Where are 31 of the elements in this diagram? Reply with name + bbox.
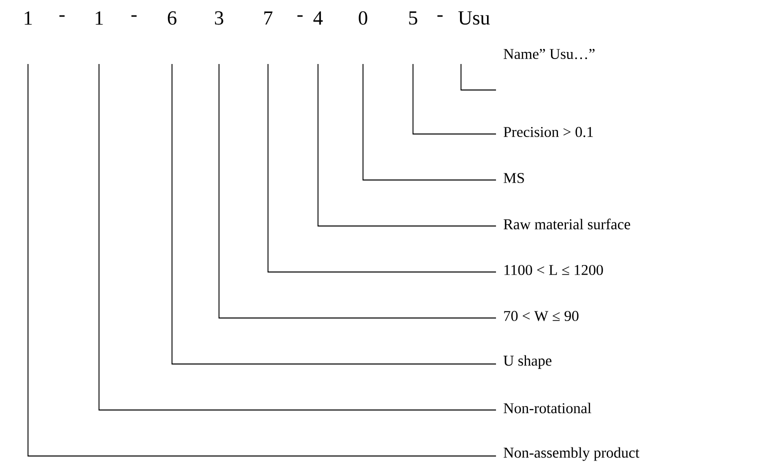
dash-separator: - <box>437 15 443 17</box>
label-text: 1100 < L ≤ 1200 <box>504 264 603 276</box>
leader-line <box>172 64 496 364</box>
leader-line <box>412 64 496 134</box>
label-text: MS <box>504 172 524 184</box>
leader-line <box>98 64 496 410</box>
dash-separator: - <box>297 15 303 17</box>
code-character: 1 <box>24 11 32 25</box>
leader-line <box>362 64 496 180</box>
code-character: Usu <box>458 11 490 25</box>
code-character: 4 <box>313 11 323 25</box>
label-text: Non-assembly product <box>504 447 640 461</box>
code-character: 5 <box>409 11 418 25</box>
label-text: Raw material surface <box>504 218 630 230</box>
label-text: Non-rotational <box>504 402 592 414</box>
label-text: Precision > 0.1 <box>504 126 593 138</box>
label-text: U shape <box>504 355 552 369</box>
leader-line <box>460 64 496 90</box>
label-text: Name” Usu…” <box>504 48 595 60</box>
code-character: 7 <box>264 11 272 25</box>
dash-separator: - <box>59 15 65 17</box>
dash-separator: - <box>131 15 137 17</box>
code-character: 6 <box>168 11 176 25</box>
leader-line <box>268 64 496 272</box>
leader-line <box>318 64 496 226</box>
label-text: 70 < W ≤ 90 <box>504 310 578 322</box>
code-character: 3 <box>214 11 224 25</box>
code-character: 0 <box>358 11 368 25</box>
code-character: 1 <box>96 11 103 25</box>
leader-line <box>218 64 496 318</box>
leader-line <box>28 64 496 456</box>
